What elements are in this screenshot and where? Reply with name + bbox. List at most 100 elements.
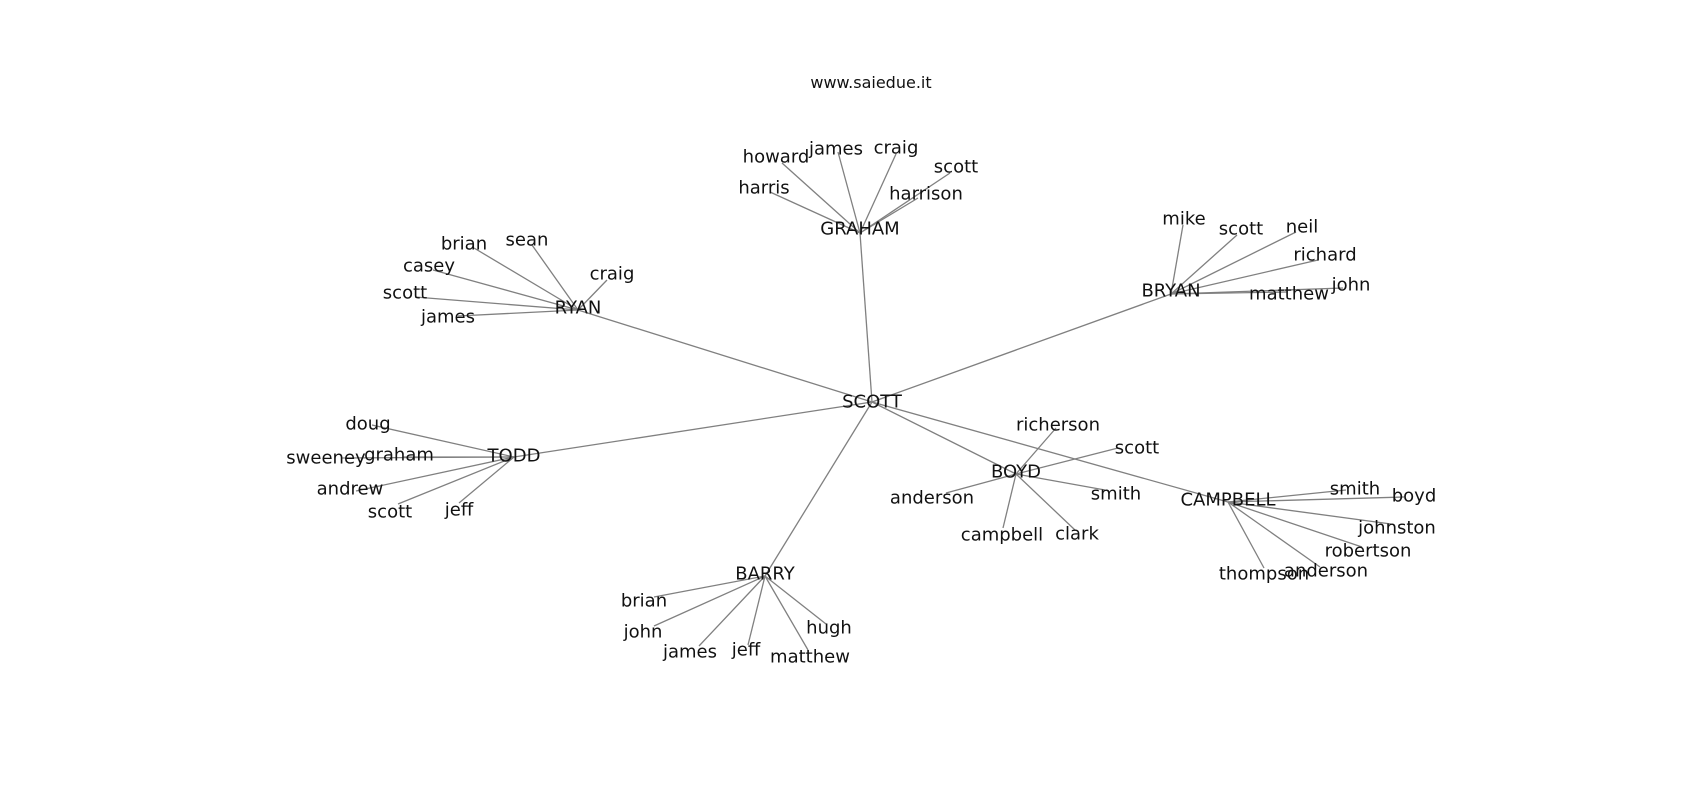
node-leaf-label: scott	[368, 502, 412, 523]
edge-ryan-brian	[473, 247, 579, 311]
edge-todd-scott	[397, 456, 515, 505]
node-leaf-label: sean	[506, 230, 549, 251]
edge-campbell-smith	[1227, 489, 1347, 503]
node-leaf-label: james	[808, 139, 863, 160]
node-hub-label: TODD	[487, 446, 541, 467]
edge-barry-hugh	[764, 575, 827, 625]
node-leaf-label: scott	[1219, 219, 1263, 240]
node-leaf-label: smith	[1330, 479, 1380, 500]
node-leaf-label: richerson	[1016, 415, 1100, 436]
edge-bryan-john	[1170, 287, 1344, 295]
edge-boyd-anderson	[945, 473, 1017, 494]
node-leaf-label: jeff	[444, 500, 474, 521]
edge-barry-jeff	[747, 575, 766, 646]
node-leaf-label: craig	[874, 138, 919, 159]
node-hub-label: RYAN	[555, 298, 602, 319]
edge-ryan-casey	[432, 269, 579, 311]
edge-campbell-boyd	[1227, 496, 1405, 503]
edge-ryan-craig	[577, 279, 608, 311]
node-leaf-label: sweeney	[286, 448, 366, 469]
node-leaf-label: matthew	[1249, 284, 1329, 305]
edge-center-todd	[513, 401, 873, 458]
edge-ryan-james	[457, 309, 579, 317]
node-leaf-label: hugh	[806, 618, 852, 639]
edge-todd-andrew	[355, 456, 515, 492]
node-hub-label: BRYAN	[1141, 281, 1200, 302]
edge-barry-james	[698, 575, 766, 647]
node-leaf-label: scott	[383, 283, 427, 304]
node-leaf-label: graham	[364, 445, 434, 466]
node-leaf-label: neil	[1286, 217, 1318, 238]
edge-boyd-smith	[1015, 473, 1106, 491]
node-leaf-label: campbell	[961, 525, 1043, 546]
edge-ryan-scott	[414, 296, 579, 311]
node-leaf-label: mike	[1162, 209, 1205, 230]
node-leaf-label: richard	[1293, 245, 1356, 266]
edge-graham-harrison	[859, 197, 919, 234]
node-leaf-label: robertson	[1325, 541, 1412, 562]
edge-graham-craig	[859, 153, 897, 234]
graph-edges	[341, 151, 1405, 651]
edge-center-campbell	[871, 401, 1229, 503]
node-leaf-label: matthew	[770, 647, 850, 668]
edge-ryan-sean	[531, 244, 579, 311]
node-leaf-label: brian	[441, 234, 487, 255]
node-leaf-label: harrison	[889, 184, 963, 205]
edge-center-barry	[764, 401, 873, 577]
node-leaf-label: anderson	[890, 488, 974, 509]
node-leaf-label: james	[420, 307, 475, 328]
node-leaf-label: craig	[590, 264, 635, 285]
node-leaf-label: andrew	[317, 479, 384, 500]
edge-center-ryan	[577, 309, 873, 403]
node-hub-label: BOYD	[991, 462, 1041, 483]
node-hub-label: BARRY	[735, 564, 796, 585]
node-leaf-label: smith	[1091, 484, 1141, 505]
node-leaf-label: howard	[743, 147, 810, 168]
edge-barry-brian	[653, 575, 766, 598]
node-leaf-label: jeff	[731, 640, 761, 661]
edge-graham-james	[837, 151, 861, 234]
edge-center-boyd	[871, 401, 1017, 475]
edge-campbell-johnston	[1227, 501, 1392, 525]
edge-boyd-campbell	[1002, 473, 1017, 529]
edge-boyd-scott	[1015, 447, 1119, 475]
edge-barry-john	[653, 575, 766, 627]
edge-todd-jeff	[458, 456, 515, 504]
edge-campbell-robertson	[1227, 501, 1363, 548]
edge-boyd-richerson	[1015, 427, 1057, 475]
node-leaf-label: john	[1331, 275, 1371, 296]
edge-graham-scott	[859, 172, 951, 234]
edge-bryan-mike	[1170, 224, 1184, 295]
node-leaf-label: james	[662, 642, 717, 663]
node-leaf-label: clark	[1055, 524, 1099, 545]
node-leaf-label: thompson	[1219, 564, 1309, 585]
edge-campbell-thompson	[1227, 501, 1265, 569]
edge-campbell-anderson	[1227, 501, 1321, 568]
edge-center-graham	[859, 232, 873, 403]
node-leaf-label: harris	[738, 178, 789, 199]
node-leaf-label: doug	[345, 414, 390, 435]
node-center-label: SCOTT	[842, 392, 903, 413]
edge-todd-doug	[371, 424, 515, 458]
edge-bryan-neil	[1170, 231, 1297, 295]
edge-center-bryan	[871, 293, 1172, 403]
node-leaf-label: scott	[934, 157, 978, 178]
edge-boyd-clark	[1015, 473, 1076, 531]
site-title: www.saiedue.it	[810, 73, 931, 92]
node-leaf-label: scott	[1115, 438, 1159, 459]
node-leaf-label: casey	[403, 256, 455, 277]
edge-barry-matthew	[764, 575, 809, 651]
node-hub-label: CAMPBELL	[1180, 490, 1275, 511]
node-leaf-label: brian	[621, 591, 667, 612]
node-hub-label: GRAHAM	[820, 219, 899, 240]
edge-graham-harris	[769, 191, 861, 234]
edge-graham-howard	[781, 162, 861, 234]
node-leaf-label: boyd	[1392, 486, 1437, 507]
edge-bryan-scott	[1170, 234, 1238, 295]
node-leaf-label: anderson	[1284, 561, 1368, 582]
node-leaf-label: johnston	[1357, 518, 1436, 539]
node-leaf-label: john	[623, 622, 663, 643]
edge-bryan-richard	[1170, 259, 1319, 295]
